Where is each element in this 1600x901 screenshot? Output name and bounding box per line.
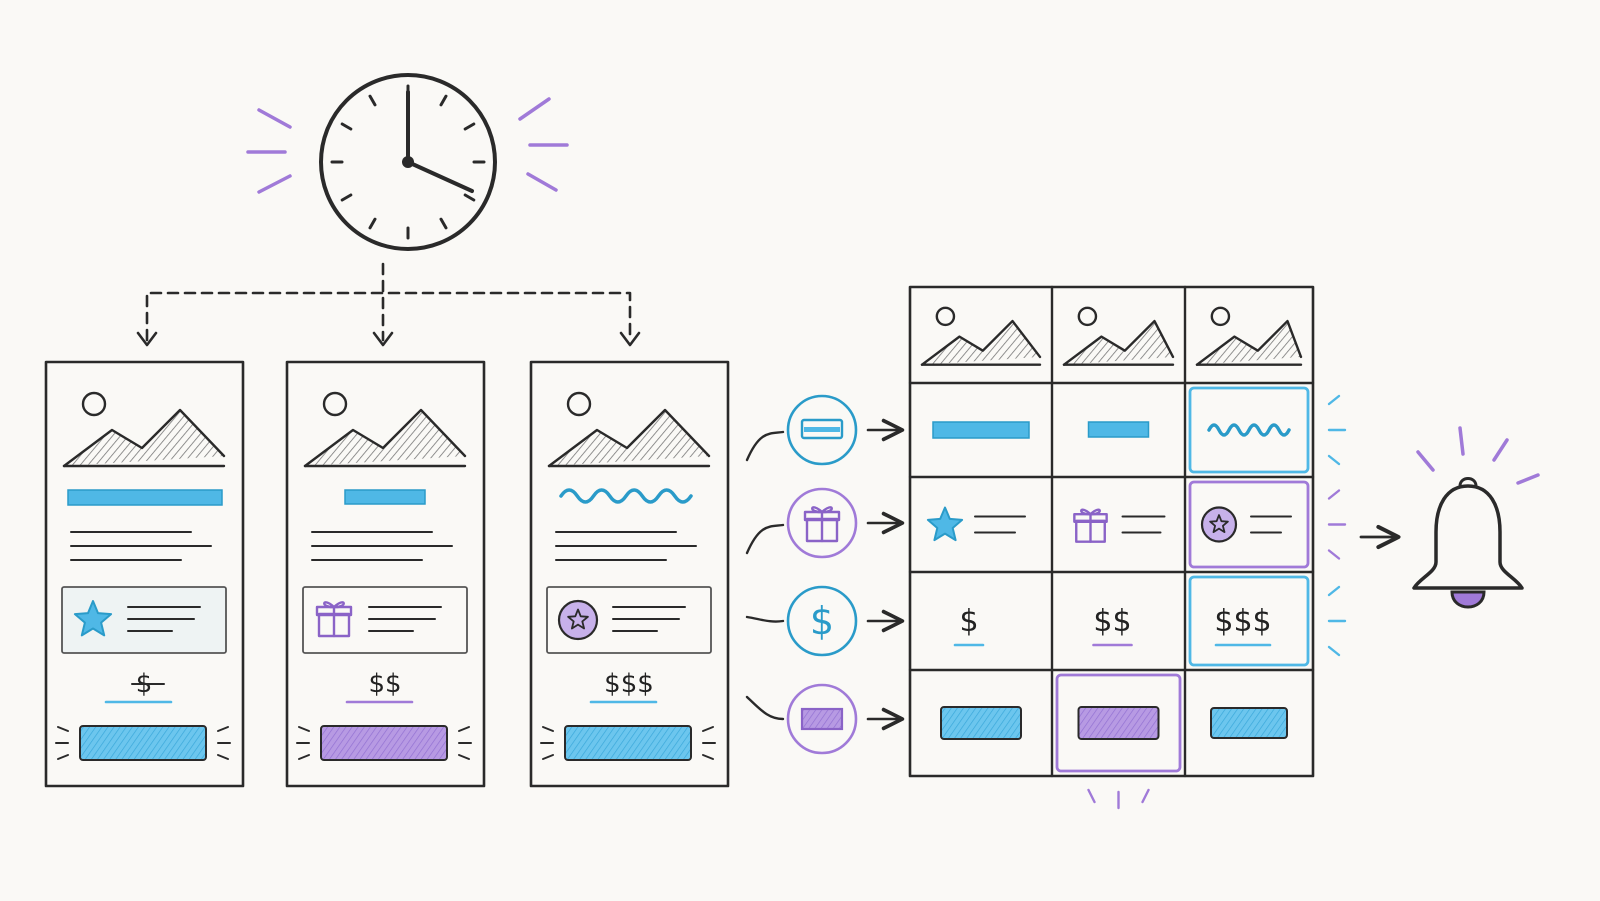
dimension-price: $	[745, 585, 905, 657]
star-badge-icon	[1200, 506, 1238, 543]
headline-bar-icon	[800, 418, 844, 440]
sparkle-lines	[458, 726, 472, 760]
star-icon	[926, 506, 964, 542]
feature-box	[546, 586, 712, 654]
table-price-label: $$$	[1214, 604, 1271, 639]
wavy-headline	[1207, 423, 1291, 437]
sparkle-lines	[217, 726, 231, 760]
cta-button	[79, 725, 207, 761]
image-placeholder-icon	[1062, 306, 1175, 366]
results-table: $$$$$$	[908, 285, 1347, 810]
variant-card-2: $$	[285, 360, 486, 788]
star-badge-icon	[557, 599, 599, 641]
cta-button	[1210, 707, 1288, 739]
gift-icon	[315, 601, 353, 638]
clock-icon	[319, 73, 497, 251]
wavy-headline	[559, 488, 693, 504]
image-placeholder-icon	[62, 391, 226, 468]
feature-box	[302, 586, 468, 654]
bell-icon	[1412, 477, 1524, 609]
dimension-cta	[745, 683, 905, 755]
price-label: $$$	[604, 669, 654, 699]
split-arrowheads	[136, 331, 641, 347]
image-placeholder-icon	[303, 391, 467, 468]
dollar-icon: $	[810, 599, 834, 643]
star-icon	[73, 600, 113, 637]
split-connector	[145, 262, 632, 342]
table-price-label: $	[959, 604, 978, 639]
sparkle-lines	[296, 726, 310, 760]
table-price-label: $$	[1093, 604, 1131, 639]
winner-glow-lines	[1087, 394, 1347, 810]
dimension-headline	[745, 394, 905, 466]
winner-highlight	[1055, 673, 1182, 773]
bell-ring-lines	[1416, 426, 1540, 485]
sparkle-lines	[55, 726, 69, 760]
cta-button	[940, 706, 1022, 740]
cta-button	[320, 725, 448, 761]
gift-icon	[1073, 508, 1108, 543]
dimension-offer	[745, 487, 905, 559]
variant-card-1: $	[44, 360, 245, 788]
sparkle-lines	[702, 726, 716, 760]
headline-bar	[67, 489, 223, 506]
image-placeholder-icon	[920, 306, 1042, 366]
button-icon	[800, 707, 844, 731]
headline-bar	[932, 421, 1030, 439]
winner-highlight	[1188, 480, 1310, 569]
cta-button	[1077, 706, 1160, 740]
price-label: $$	[368, 669, 401, 699]
gift-icon	[803, 506, 841, 543]
cta-button	[564, 725, 692, 761]
winner-highlight	[1188, 386, 1310, 474]
headline-bar	[1087, 421, 1150, 438]
winner-highlight	[1188, 575, 1310, 667]
image-placeholder-icon	[1195, 306, 1303, 366]
image-placeholder-icon	[547, 391, 711, 468]
variant-card-3: $$$	[529, 360, 730, 788]
headline-bar	[344, 489, 426, 505]
sparkle-lines	[540, 726, 554, 760]
clock-ring-lines	[246, 97, 569, 194]
